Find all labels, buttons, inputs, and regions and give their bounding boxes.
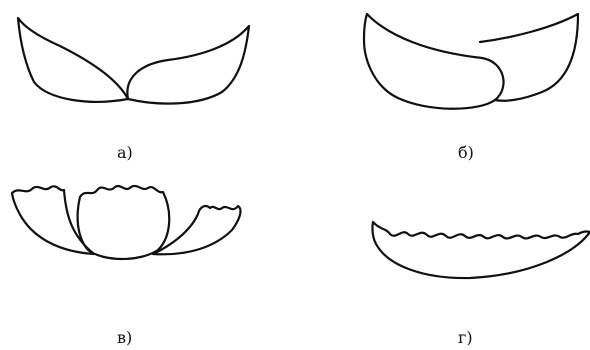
panel-a-label: а) <box>117 143 133 162</box>
panel-g <box>372 222 590 278</box>
panel-g-label: г) <box>458 328 473 347</box>
panel-a-right-leaf <box>127 26 249 104</box>
panel-a <box>18 18 249 104</box>
panel-b <box>364 14 578 109</box>
panel-v <box>12 186 240 259</box>
panel-b-left-leaf <box>364 14 504 109</box>
panel-v-label: в) <box>117 328 132 347</box>
panel-b-right-leaf <box>480 14 578 101</box>
panel-v-center-bowl <box>78 186 170 259</box>
panel-g-crescent <box>372 222 590 278</box>
panel-a-left-leaf <box>18 18 128 102</box>
panel-v-right-petal <box>153 206 240 254</box>
panel-b-label: б) <box>458 143 474 162</box>
